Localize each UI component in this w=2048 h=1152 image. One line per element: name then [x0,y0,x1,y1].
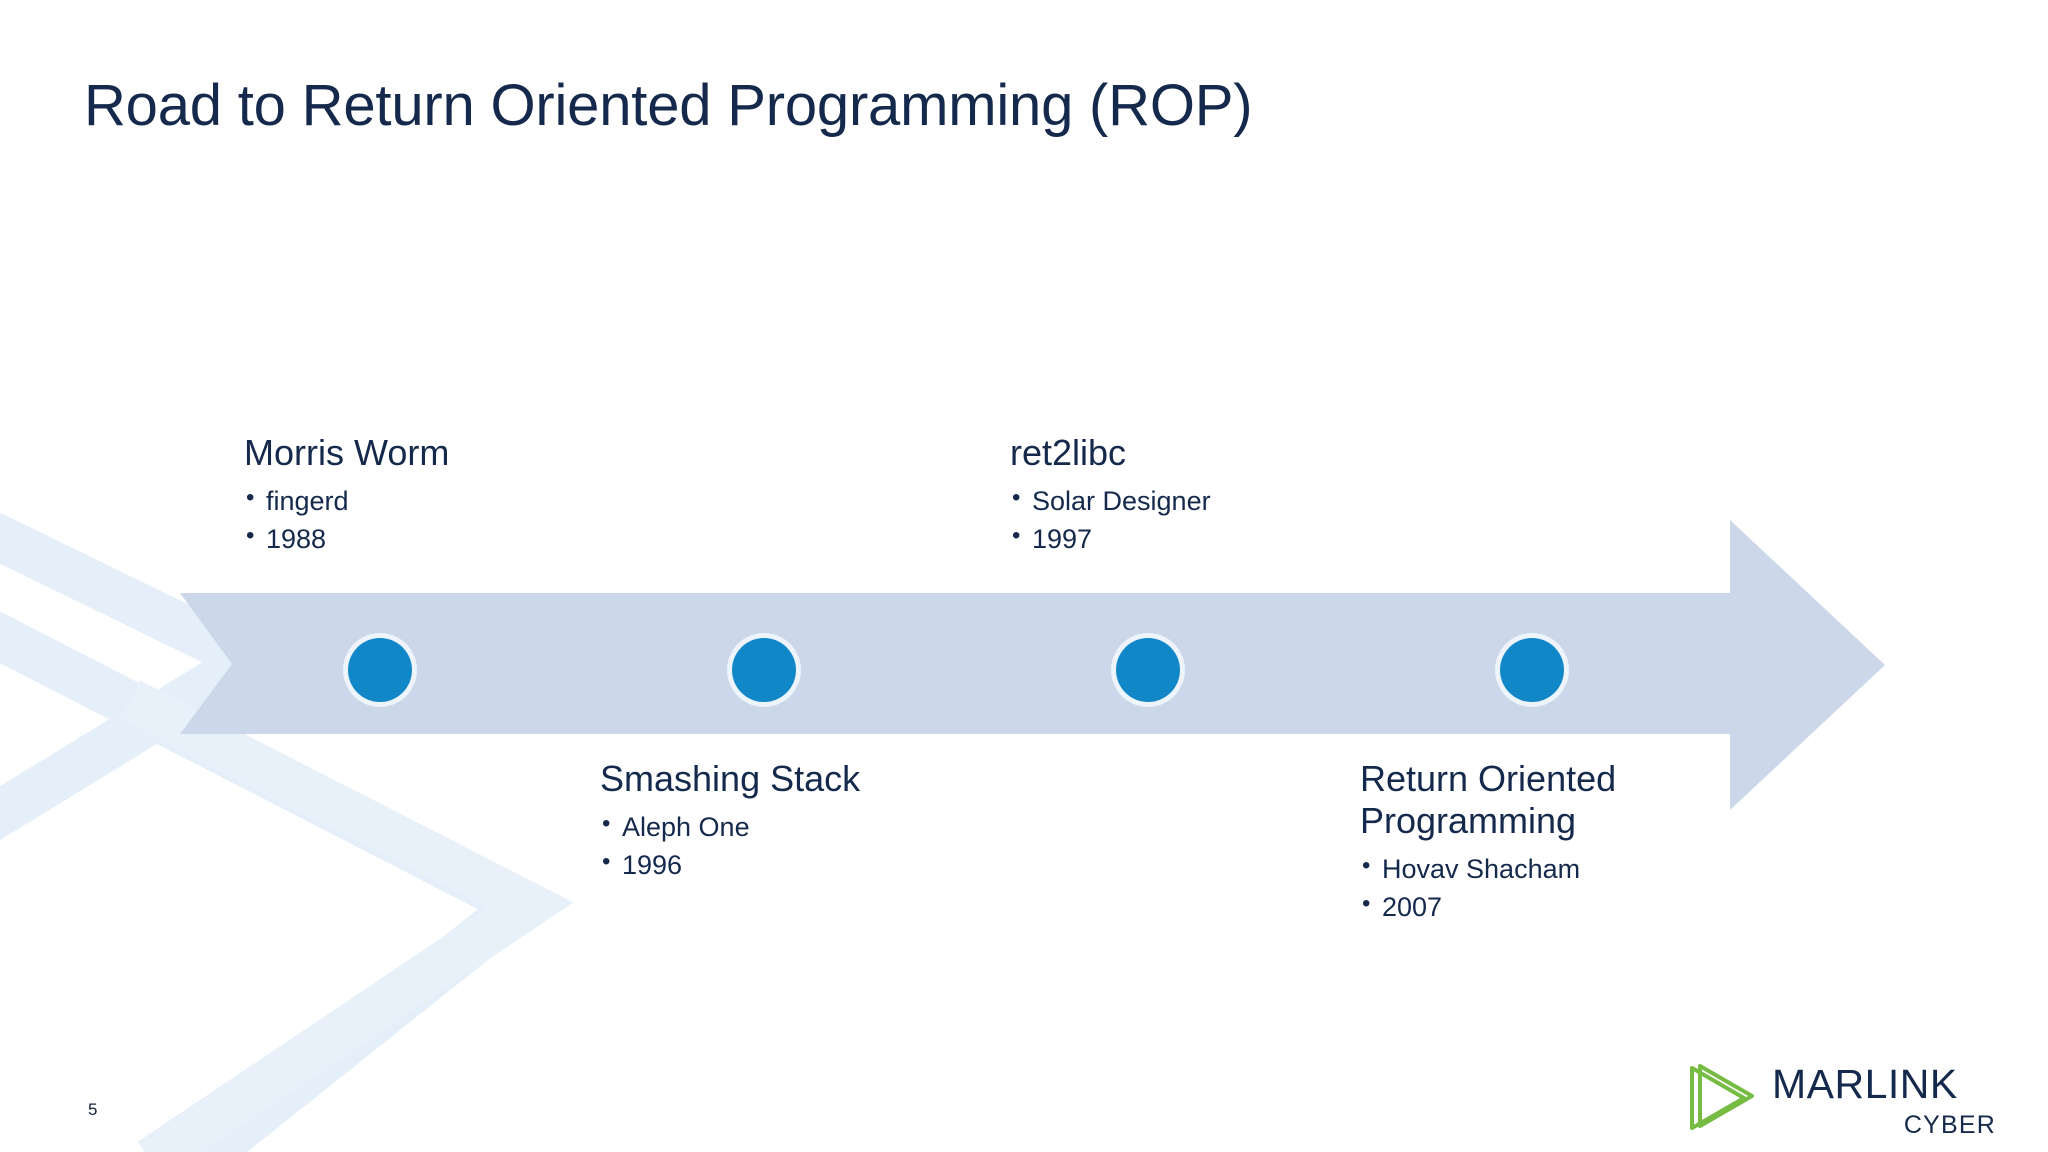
logo-word: MARLINK [1772,1061,1958,1107]
page-title: Road to Return Oriented Programming (ROP… [84,73,1253,138]
milestone-bullet-list: Solar Designer 1997 [1010,481,1211,559]
list-item: 2007 [1360,887,1616,926]
brand-logo: MARLINK CYBER [1686,1058,1996,1140]
milestone-block-ret2libc: ret2libc Solar Designer 1997 [1010,432,1211,558]
milestone-block-smashing-stack: Smashing Stack Aleph One 1996 [600,758,860,884]
list-item: Aleph One [600,807,860,846]
milestone-heading: Smashing Stack [600,758,861,799]
milestone-block-morris-worm: Morris Worm fingerd 1988 [244,432,449,558]
list-item: Hovav Shacham [1360,848,1616,888]
page-number: 5 [88,1100,98,1119]
logo-wordmark: MARLINK CYBER [1772,1064,1996,1138]
milestone-heading: ret2libc [1010,432,1127,473]
milestone-bullet-list: fingerd 1988 [244,481,449,559]
list-item: 1988 [244,519,449,558]
list-item: Solar Designer [1010,481,1211,520]
milestone-dot-smashing-stack[interactable] [732,638,796,702]
milestone-heading: Morris Worm [244,432,450,473]
milestone-dot-ret2libc[interactable] [1116,638,1180,702]
milestone-bullet-list: Aleph One 1996 [600,807,860,885]
milestone-dot-morris-worm[interactable] [348,638,412,702]
milestone-block-return-oriented-programming: Return Oriented Programming Hovav Shacha… [1360,758,1616,926]
logo-subword: CYBER [1903,1111,1996,1139]
list-item: 1997 [1010,519,1211,558]
milestone-heading: Return Oriented Programming [1360,758,1617,841]
marlink-play-triangle-icon [1690,1064,1754,1130]
list-item: 1996 [600,845,860,884]
milestone-dot-return-oriented-programming[interactable] [1500,638,1564,702]
milestone-bullet-list: Hovav Shacham 2007 [1360,848,1616,927]
timeline-arrow [180,520,1885,810]
list-item: fingerd [244,481,449,520]
